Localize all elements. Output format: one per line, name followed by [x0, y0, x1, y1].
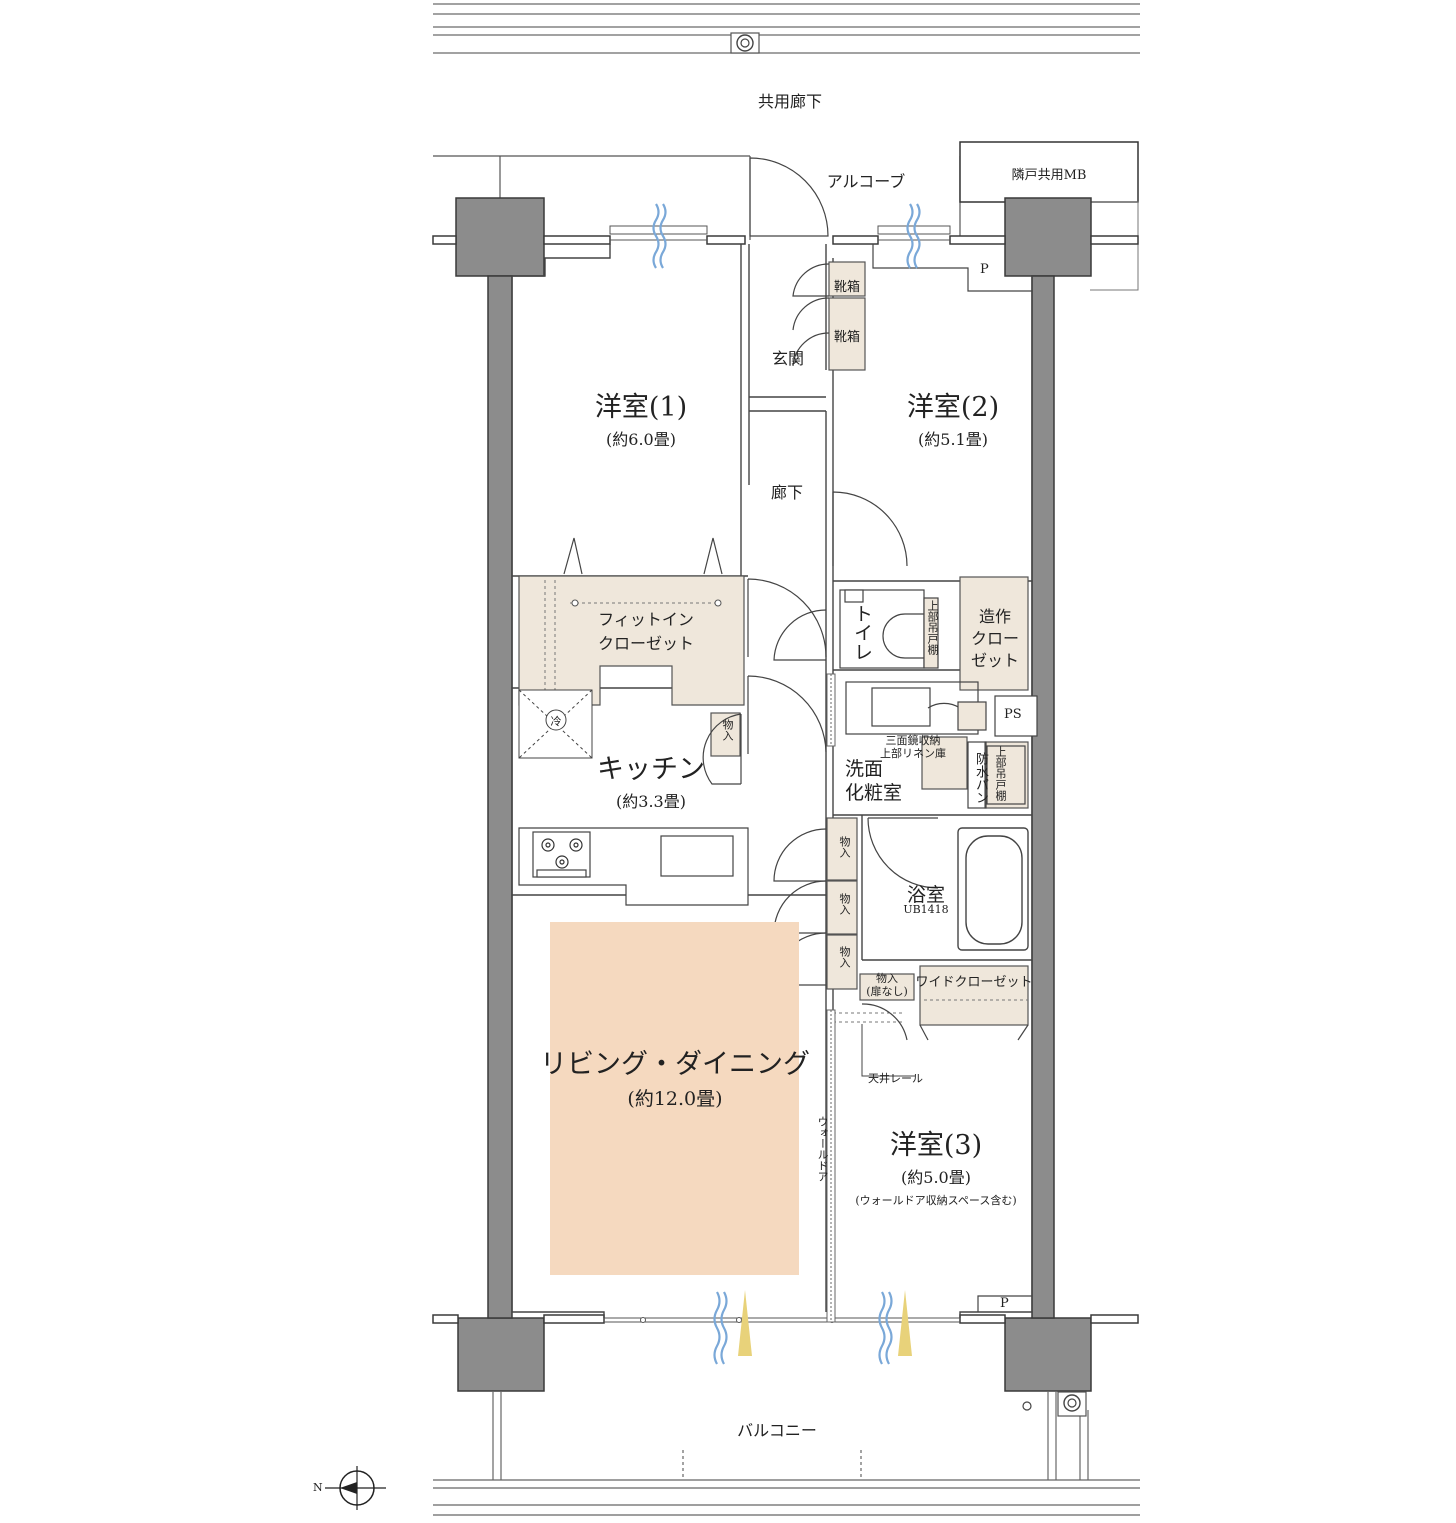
label-mirror-storage: 三面鏡収納 上部リネン庫 — [880, 734, 946, 760]
label-bath-code: UB1418 — [903, 903, 949, 916]
label-wash-shelf: 上部吊戸棚 — [994, 746, 1007, 801]
label-storage-2: 物入 — [838, 893, 851, 915]
label-mb: 隣戸共用MB — [1011, 168, 1087, 183]
label-common-corridor: 共用廊下 — [757, 92, 823, 111]
label-waterproof-pan: 防水パン — [973, 752, 988, 804]
label-hallway: 廊下 — [770, 483, 804, 502]
room3-inner — [977, 1295, 1032, 1312]
label-wall-door: ウォールドア — [816, 1116, 829, 1182]
toilet-fixture — [839, 589, 939, 669]
sunlight-icons — [738, 1290, 912, 1356]
columns — [455, 197, 1092, 1392]
label-storage-3: 物入 — [838, 946, 851, 968]
living-highlight — [550, 922, 799, 1275]
washroom-rails — [826, 673, 836, 1323]
storage-areas — [518, 261, 1029, 1026]
interior-outline — [511, 244, 1033, 1318]
label-room3-size: (約5.0畳) — [901, 1168, 971, 1187]
airflow-icons — [652, 203, 921, 1365]
drain-icon-bottom — [1022, 1391, 1087, 1417]
label-ps: PS — [1004, 707, 1022, 722]
balcony-lines — [433, 1391, 1140, 1516]
label-wide-closet: ワイドクローゼット — [915, 975, 1033, 990]
label-room2-name: 洋室(2) — [906, 392, 1000, 423]
label-kitchen-name: キッチン — [597, 754, 705, 785]
washroom-fixtures — [845, 681, 1038, 809]
label-built-in-closet: 造作 クロー ゼット — [970, 607, 1020, 670]
drain-icon-top — [730, 32, 760, 54]
top-facade-wall — [432, 235, 1139, 245]
label-bath: 浴室 — [906, 884, 946, 906]
label-balcony: バルコニー — [737, 1421, 817, 1440]
label-toilet: トイレ — [851, 604, 873, 661]
label-room2-size: (約5.1畳) — [918, 430, 988, 449]
closet-open-markers — [563, 537, 1029, 1041]
bottom-facade-wall — [432, 1314, 1139, 1324]
label-storage-no-door: 物入 (扉なし) — [866, 972, 908, 998]
label-washroom: 洗面 化粧室 — [845, 758, 903, 804]
label-alcove: アルコーブ — [826, 172, 906, 191]
label-fit-in-closet: フィットイン クローゼット — [597, 610, 695, 653]
label-room1-size: (約6.0畳) — [606, 430, 676, 449]
label-living-name: リビング・ダイニング — [540, 1049, 810, 1080]
label-room1-name: 洋室(1) — [594, 392, 688, 423]
mb-box — [959, 141, 1139, 203]
label-p-bottom: P — [1000, 1296, 1009, 1311]
label-kitchen-size: (約3.3畳) — [616, 792, 686, 811]
label-room3-name: 洋室(3) — [889, 1130, 983, 1161]
kitchen-counter — [518, 827, 749, 906]
label-toilet-shelf: 上部吊戸棚 — [926, 600, 939, 655]
label-shoe-box-2: 靴箱 — [833, 330, 861, 345]
label-ceiling-rail: 天井レール — [868, 1072, 923, 1085]
label-shoe-box-1: 靴箱 — [833, 280, 861, 295]
closet-rail-ends — [571, 599, 722, 607]
corridor-rails — [433, 3, 1140, 54]
cooktop-burner-icons — [541, 838, 583, 869]
fridge-space — [518, 689, 593, 759]
ceiling-rail-line — [861, 1024, 915, 1077]
north-compass-icon — [325, 1466, 386, 1510]
bathtub — [957, 827, 1029, 951]
label-living-size: (約12.0畳) — [627, 1088, 723, 1110]
label-entrance: 玄関 — [771, 349, 805, 368]
door-swings — [702, 157, 939, 1041]
label-fridge: 冷 — [550, 715, 562, 728]
label-p-top: P — [980, 262, 989, 277]
closet-rails — [544, 580, 1028, 1023]
label-storage-1: 物入 — [838, 836, 851, 858]
label-north: N — [313, 1481, 323, 1494]
room2-inner — [872, 244, 1032, 292]
shoe-box-doors — [792, 263, 830, 367]
label-room3-note: (ウォールドア収納スペース含む) — [855, 1194, 1017, 1207]
label-kitchen-storage: 物入 — [721, 719, 734, 741]
